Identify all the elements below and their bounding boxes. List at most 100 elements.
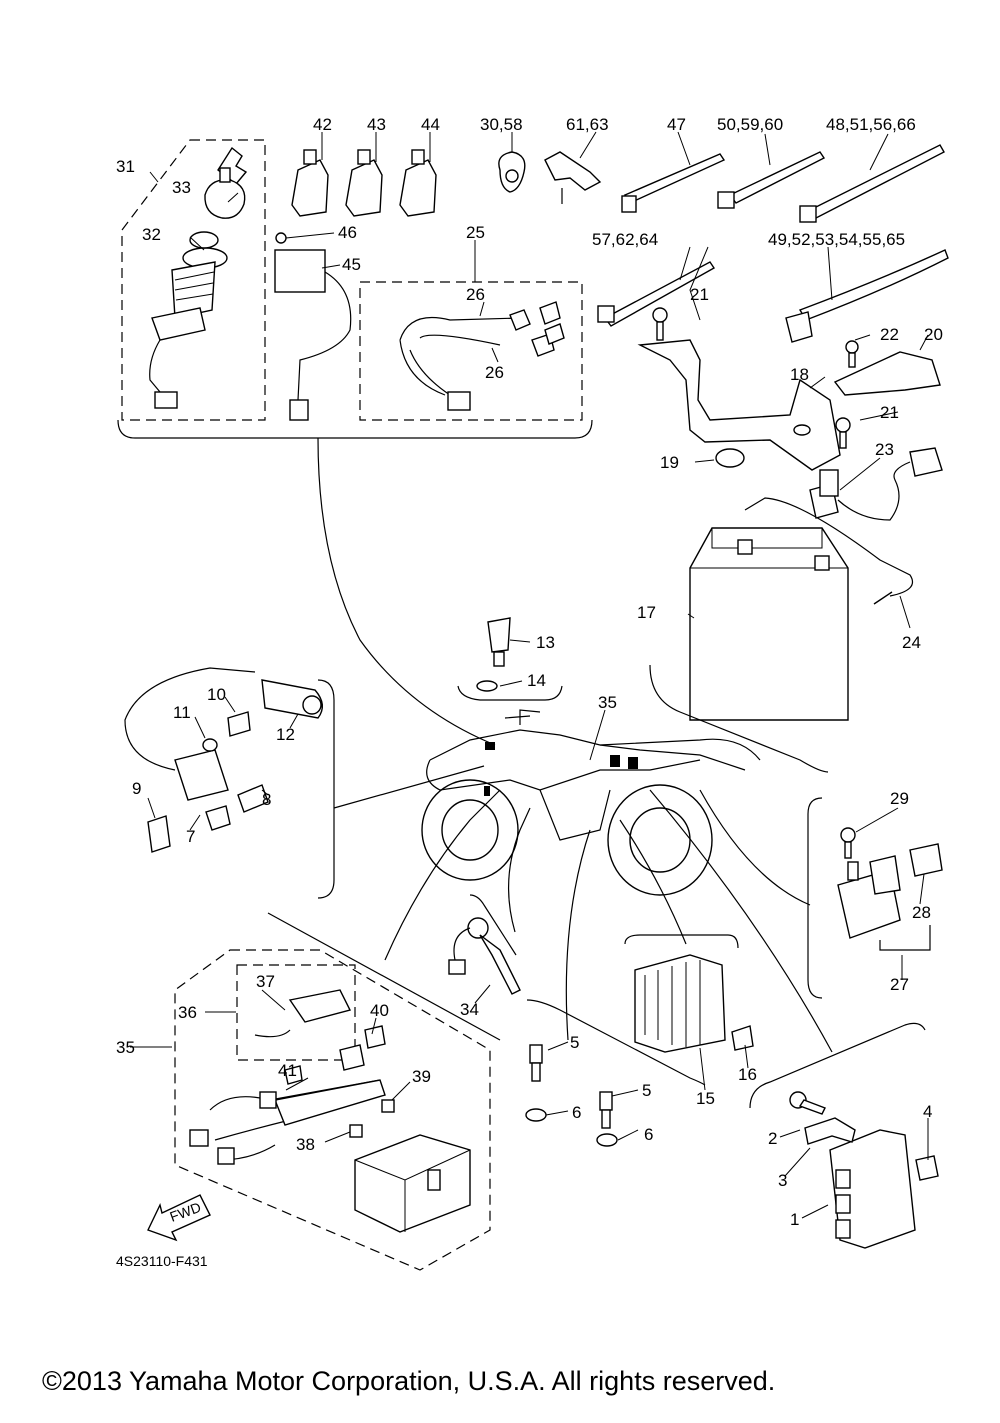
band-50-59-60 (717, 151, 826, 209)
wire-harness-35 (189, 1025, 386, 1165)
thermo-sensor-13 (487, 617, 511, 667)
fwd-arrow: FWD (147, 1194, 211, 1242)
callout-1: 1 (790, 1210, 799, 1229)
main-switch-body (149, 231, 228, 409)
callout-5-upper: 5 (570, 1033, 579, 1052)
callout-labels: 42 43 44 30,58 61,63 47 50,59,60 48,51,5… (116, 115, 943, 1229)
bolt-21 (652, 307, 851, 449)
callout-6-lower: 6 (644, 1125, 653, 1144)
callout-57-62-64: 57,62,64 (592, 230, 658, 249)
callout-31: 31 (116, 157, 135, 176)
callout-13: 13 (536, 633, 555, 652)
band-57-62-64 (597, 261, 716, 327)
callout-21-bottom: 21 (880, 403, 899, 422)
callout-20: 20 (924, 325, 943, 344)
callout-7: 7 (186, 827, 195, 846)
callout-24: 24 (902, 633, 921, 652)
callout-26-top: 26 (466, 285, 485, 304)
callout-6-upper: 6 (572, 1103, 581, 1122)
bolt-5b (599, 1091, 613, 1129)
washer-6b (596, 1133, 618, 1147)
starter-relay-27 (837, 855, 901, 939)
callout-36: 36 (178, 1003, 197, 1022)
callout-38: 38 (296, 1135, 315, 1154)
callout-30-58: 30,58 (480, 115, 523, 134)
callout-27: 27 (890, 975, 909, 994)
callout-22: 22 (880, 325, 899, 344)
callout-39: 39 (412, 1067, 431, 1086)
band-49-65 (785, 249, 949, 343)
damper-19 (715, 448, 745, 468)
screw-2 (789, 1091, 826, 1115)
wire-harness-25 (399, 301, 565, 411)
callout-5-lower: 5 (642, 1081, 651, 1100)
fuse-box-35 (354, 1134, 471, 1233)
coupler-42 (291, 149, 329, 217)
callout-9: 9 (132, 779, 141, 798)
callout-14: 14 (527, 671, 546, 690)
battery-17 (689, 527, 849, 721)
callout-4: 4 (923, 1102, 932, 1121)
neutral-switch-34 (448, 917, 521, 995)
callout-48-51-56-66: 48,51,56,66 (826, 115, 916, 134)
callout-41: 41 (278, 1061, 297, 1080)
diagram-code: 4S23110-F431 (116, 1253, 208, 1269)
callout-18: 18 (790, 365, 809, 384)
atv-silhouette (421, 709, 761, 896)
callout-28: 28 (912, 903, 931, 922)
callout-44: 44 (421, 115, 440, 134)
band-47 (621, 153, 726, 213)
main-switch-group (121, 139, 266, 421)
fuse-28 (909, 843, 943, 877)
callout-45: 45 (342, 255, 361, 274)
copyright-notice: ©2013 Yamaha Motor Corporation, U.S.A. A… (42, 1366, 775, 1396)
callout-19: 19 (660, 453, 679, 472)
band-48-51-56-66 (799, 144, 945, 223)
bolt-8 (237, 784, 269, 813)
callout-37: 37 (256, 972, 275, 991)
callout-17: 17 (637, 603, 656, 622)
plug-cap-12 (261, 679, 323, 719)
callout-50-59-60: 50,59,60 (717, 115, 783, 134)
clamp-61-63 (544, 151, 602, 204)
callout-16: 16 (738, 1065, 757, 1084)
callout-26-bottom: 26 (485, 363, 504, 382)
coupler-44 (399, 149, 437, 217)
callout-35-harness: 35 (116, 1038, 135, 1057)
nut-4 (915, 1155, 939, 1181)
screw-22 (845, 340, 859, 368)
callout-21-top: 21 (690, 285, 709, 304)
cdi-unit-1 (829, 1129, 916, 1249)
lead-45 (274, 232, 352, 421)
washer-11 (202, 738, 218, 752)
callout-61-63: 61,63 (566, 115, 609, 134)
callout-32: 32 (142, 225, 161, 244)
bolt-16 (731, 1025, 754, 1051)
callout-25: 25 (466, 223, 485, 242)
callout-46: 46 (338, 223, 357, 242)
ignition-key (204, 146, 248, 219)
battery-leads-23-24 (744, 447, 943, 605)
callout-49-65: 49,52,53,54,55,65 (768, 230, 905, 249)
callout-29: 29 (890, 789, 909, 808)
callout-34: 34 (460, 1000, 479, 1019)
bracket-3 (804, 1117, 856, 1145)
fuses-38-39 (349, 1099, 395, 1138)
cover-20 (833, 351, 941, 396)
callout-23: 23 (875, 440, 894, 459)
washer-6a (525, 1108, 547, 1122)
callout-8: 8 (262, 790, 271, 809)
callout-43: 43 (367, 115, 386, 134)
bolt-5a (529, 1044, 543, 1082)
callout-40: 40 (370, 1001, 389, 1020)
callout-10: 10 (207, 685, 226, 704)
cover-37 (254, 989, 352, 1038)
rectifier-regulator-15 (634, 954, 726, 1053)
callout-12: 12 (276, 725, 295, 744)
clamp-30-58 (498, 151, 526, 193)
leader-lines (130, 131, 929, 1219)
callout-35-atv: 35 (598, 693, 617, 712)
callout-11: 11 (173, 703, 191, 722)
bolt-29 (840, 827, 856, 859)
